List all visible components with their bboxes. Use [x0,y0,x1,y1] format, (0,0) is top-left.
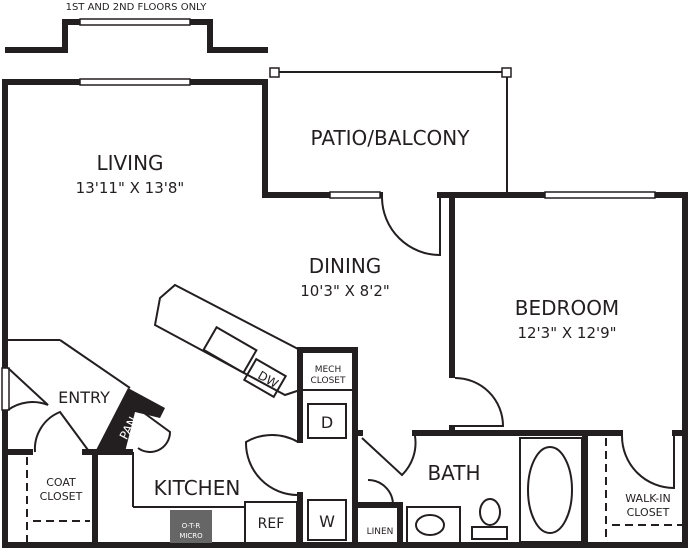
rail-post [501,67,512,78]
tub-basin [527,446,573,534]
bedroom-door-swing [454,377,505,427]
bedroom-label: BEDROOM [515,296,619,320]
living-window [79,78,191,86]
micro-label: O-T-R [182,522,201,530]
ref [244,501,298,544]
coat-closet-label: COAT [46,476,76,489]
walkin-closet-label: CLOSET [627,506,670,519]
micro-label: MICRO [179,532,203,540]
ref-label: REF [258,516,285,532]
walkin-closet-label: WALK-IN [625,492,670,505]
entry-door-swing [7,367,49,411]
dishwasher [242,357,288,399]
mech-closet-label: MECH [315,365,342,375]
bay-window-wall [5,19,268,53]
coat-closet-label: CLOSET [40,490,83,503]
bath-door-swing [361,435,417,477]
pantry-wall [95,388,165,452]
entry-label: ENTRY [58,388,110,407]
dryer [307,403,347,439]
micro-range [170,510,212,543]
toilet-tank [471,526,508,540]
rail-post [269,67,280,78]
living-label: LIVING [96,151,163,175]
patio-window [329,191,381,199]
walkin-door-swing [621,435,675,490]
floor-note: 1ST AND 2ND FLOORS ONLY [66,2,208,13]
laundry-door-swing [244,434,299,496]
toilet [479,498,501,526]
bedroom-size: 12'3" X 12'9" [517,324,616,342]
washer-label: W [319,512,335,531]
washer [307,499,347,541]
dining-label: DINING [309,254,382,278]
linen-door-swing [367,479,394,506]
kitchen-island [153,283,301,397]
dining-size: 10'3" X 8'2" [300,282,390,300]
bedroom-window [544,191,656,199]
dryer-label: D [321,413,333,432]
tub [519,437,583,543]
coat-door-swing [33,410,89,453]
kitchen-sink [202,325,258,375]
kitchen-label: KITCHEN [154,476,241,500]
bay-window [79,18,191,26]
bath-label: BATH [427,461,480,485]
mech-closet-label: CLOSET [311,376,346,386]
patio-door-swing [381,195,441,257]
patio-label: PATIO/BALCONY [311,126,471,150]
vanity [406,506,461,545]
entry-door-frame [1,367,10,411]
entry-wall [59,339,131,389]
outer-wall [2,79,688,548]
sink [415,514,445,536]
living-size: 13'11" X 13'8" [76,179,185,197]
linen-label: LINEN [367,527,394,537]
pantry-door-swing [137,409,172,453]
